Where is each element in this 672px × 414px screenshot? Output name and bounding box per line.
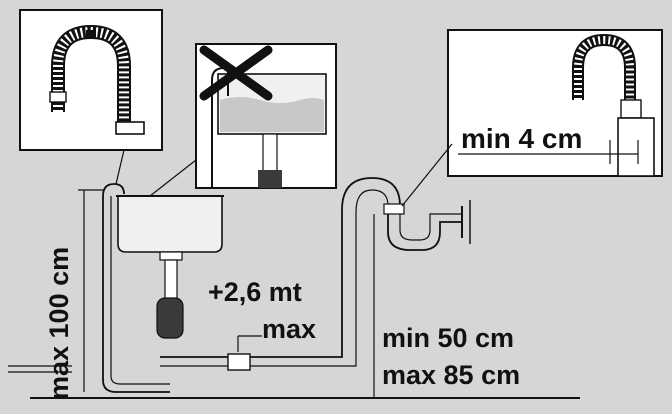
min-height-label: min 50 cm [382, 323, 515, 353]
panel3-leader [401, 143, 453, 207]
left-sink-drain [159, 251, 183, 261]
extension-max-label: max [262, 314, 317, 344]
max-height-label: max 85 cm [382, 360, 521, 390]
standpipe-cap [383, 203, 405, 215]
min-gap-label: min 4 cm [461, 123, 583, 154]
gap-standpipe [617, 117, 655, 177]
forbidden-drain-pipe [262, 133, 278, 175]
left-vertical-hose-inner [110, 196, 170, 385]
forbidden-water [220, 97, 324, 132]
u-hose-guide-icon [49, 24, 145, 135]
max-sink-height-label: max 100 cm [44, 246, 74, 400]
left-sink-pipe [164, 259, 178, 301]
extension-length-label: +2,6 mt [208, 277, 302, 307]
panel2-leader [149, 159, 197, 197]
panel1-leader [115, 149, 125, 185]
left-sink-trap [156, 297, 184, 339]
standpipe-inner [399, 206, 462, 241]
left-sink [117, 195, 223, 253]
extension-hose-bottom [160, 189, 389, 367]
extension-hose-top [160, 177, 401, 358]
cross-mark-icon [199, 45, 273, 101]
left-vertical-hose [102, 196, 170, 393]
hose-connector [227, 353, 251, 371]
u-hose-guide-icon [572, 33, 642, 119]
left-hose-hook [102, 183, 125, 197]
standpipe [387, 206, 462, 251]
forbidden-trap [258, 170, 282, 188]
